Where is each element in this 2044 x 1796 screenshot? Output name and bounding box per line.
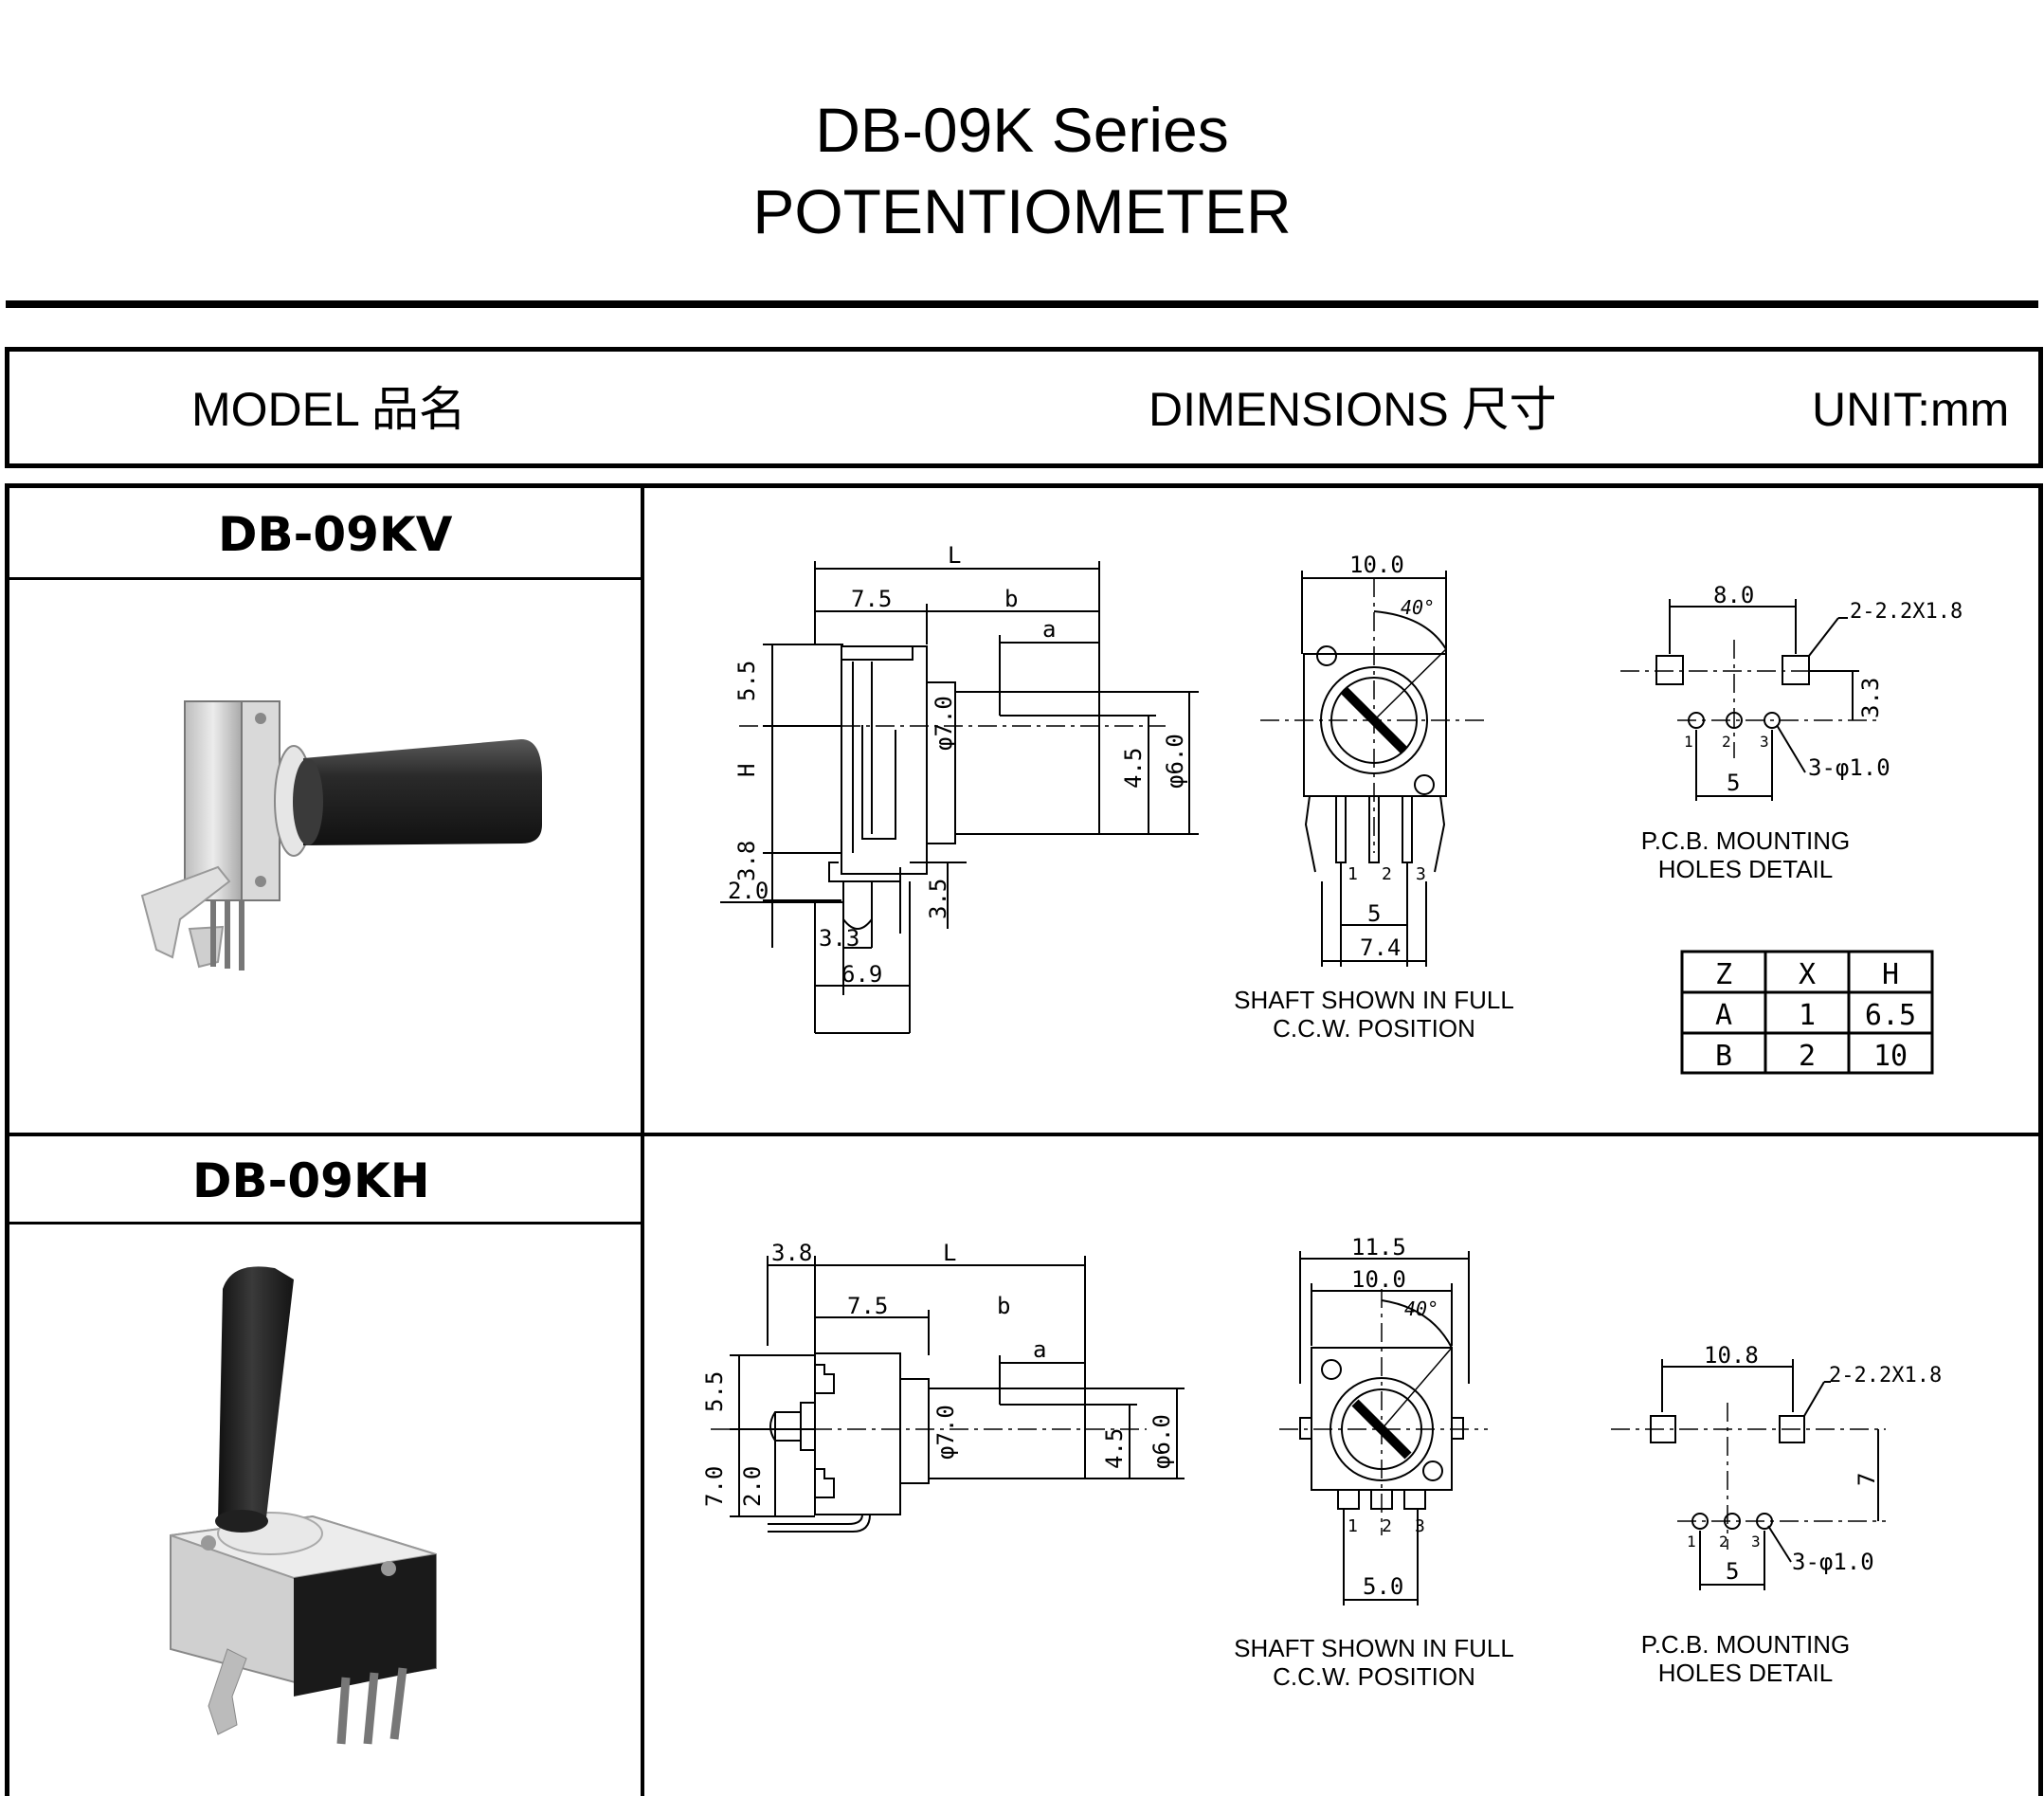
page-subtitle: POTENTIOMETER [752, 176, 1292, 246]
hole-1: 1 [1687, 1533, 1696, 1551]
dim-40deg: 40° [1404, 1297, 1438, 1320]
pcb-caption-2: HOLES DETAIL [1658, 855, 1833, 883]
product-photo-kv [140, 700, 542, 971]
dim-b: b [997, 1293, 1010, 1319]
column-header: MODEL 品名 DIMENSIONS 尺寸 UNIT:mm [5, 347, 2043, 468]
dim-8-0: 8.0 [1713, 582, 1754, 608]
model-table: DB-09KV DB-09KH [5, 483, 2043, 1796]
dim-phi7: φ7.0 [932, 1405, 959, 1460]
table-cell: B [1715, 1040, 1732, 1073]
dim-7-4: 7.4 [1360, 934, 1401, 961]
table-cell: A [1715, 999, 1732, 1032]
dim-4-5: 4.5 [1120, 748, 1147, 789]
hole-1: 1 [1684, 733, 1693, 751]
product-photo-kh [170, 1266, 437, 1745]
title-rule [6, 300, 2038, 308]
dim-phi7: φ7.0 [931, 696, 957, 751]
dim-3-8: 3.8 [733, 841, 760, 881]
dim-phi6: φ6.0 [1149, 1414, 1175, 1469]
hole-3: 3 [1760, 733, 1769, 751]
front-caption-kv: SHAFT SHOWN IN FULL C.C.W. POSITION [1234, 986, 1514, 1043]
dim-b: b [1004, 586, 1018, 612]
dim-4-5: 4.5 [1101, 1428, 1128, 1469]
side-view-kv: L 7.5 b a 5.5 H 3.8 2.0 3.5 3.3 6.9 φ7.0… [720, 542, 1199, 1034]
dim-3-3: 3.3 [1857, 678, 1884, 718]
dim-5: 5 [1727, 770, 1740, 796]
dim-6-9: 6.9 [841, 961, 882, 988]
pcb-caption-1: P.C.B. MOUNTING [1641, 1630, 1851, 1659]
dim-40deg: 40° [1401, 596, 1435, 619]
dim-11-5: 11.5 [1351, 1234, 1406, 1261]
pcb-detail-kh: 10.8 2-2.2X1.8 7 1 2 3 5 3-φ1.0 P.C.B. M… [1611, 1342, 1942, 1687]
table-cell: 10 [1873, 1040, 1908, 1073]
side-view-kh: 3.8 L 7.5 b a 5.5 7.0 2.0 φ7.0 4.5 φ6.0 [701, 1240, 1185, 1533]
caption-line-1: SHAFT SHOWN IN FULL [1234, 986, 1514, 1014]
dim-a: a [1033, 1336, 1046, 1363]
table-cell: 2 [1799, 1040, 1816, 1073]
dim-H: H [733, 764, 760, 777]
dimensions-header: DIMENSIONS 尺寸 [1149, 383, 1557, 436]
dim-10-0: 10.0 [1351, 1266, 1406, 1293]
dim-3-8: 3.8 [771, 1240, 812, 1266]
dim-2-0: 2.0 [728, 878, 769, 904]
hole-2: 2 [1722, 733, 1731, 751]
dim-phi6: φ6.0 [1162, 734, 1188, 789]
dim-5-0: 5.0 [1363, 1573, 1403, 1600]
dim-2-0: 2.0 [739, 1466, 766, 1507]
hole-size: 3-φ1.0 [1808, 754, 1890, 781]
row-divider [9, 577, 641, 580]
dim-5: 5 [1367, 900, 1381, 927]
caption-line-1: SHAFT SHOWN IN FULL [1234, 1634, 1514, 1662]
hole-2: 2 [1719, 1533, 1728, 1551]
dim-5: 5 [1726, 1558, 1739, 1585]
pin-3: 3 [1416, 864, 1426, 884]
pcb-caption-1: P.C.B. MOUNTING [1641, 826, 1851, 855]
model-name-kh: DB-09KH [192, 1153, 430, 1208]
dim-10-0: 10.0 [1349, 552, 1404, 578]
pin-2: 2 [1382, 1516, 1392, 1536]
table-cell: 6.5 [1865, 999, 1916, 1032]
caption-line-2: C.C.W. POSITION [1273, 1662, 1475, 1691]
pcb-caption-2: HOLES DETAIL [1658, 1659, 1833, 1687]
pad-size: 2-2.2X1.8 [1829, 1364, 1942, 1388]
dim-7-5: 7.5 [847, 1293, 888, 1319]
table-cell: 1 [1799, 999, 1816, 1032]
pin-1: 1 [1348, 1516, 1358, 1536]
front-caption-kh: SHAFT SHOWN IN FULL C.C.W. POSITION [1234, 1634, 1514, 1691]
model-header: MODEL 品名 [191, 383, 466, 436]
table-header-z: Z [1715, 958, 1732, 991]
hole-3: 3 [1751, 1533, 1761, 1551]
pin-3: 3 [1415, 1516, 1425, 1536]
column-divider [641, 488, 644, 1796]
unit-header: UNIT:mm [1812, 383, 2010, 436]
row-divider [9, 1133, 2038, 1136]
dim-7: 7 [1854, 1473, 1880, 1486]
dim-3-3: 3.3 [819, 925, 859, 952]
hole-size: 3-φ1.0 [1792, 1549, 1874, 1575]
caption-line-2: C.C.W. POSITION [1273, 1014, 1475, 1043]
dim-5-5: 5.5 [733, 661, 760, 701]
dim-3-5: 3.5 [925, 879, 951, 919]
front-view-kh: 11.5 10.0 40° 1 2 3 5.0 [1279, 1234, 1488, 1606]
pad-size: 2-2.2X1.8 [1850, 600, 1963, 624]
pin-1: 1 [1348, 864, 1358, 884]
dim-7-0: 7.0 [701, 1466, 728, 1507]
dim-10-8: 10.8 [1704, 1342, 1759, 1369]
pin-2: 2 [1382, 864, 1392, 884]
dim-L: L [943, 1240, 956, 1266]
dim-5-5: 5.5 [701, 1371, 728, 1412]
front-view-kv: 10.0 40° 1 2 3 5 7.4 [1260, 552, 1488, 967]
zxh-table: Z X H A 1 6.5 B 2 10 [1680, 950, 1934, 1075]
table-header-h: H [1882, 958, 1899, 991]
table-header-x: X [1799, 958, 1816, 991]
model-name-kv: DB-09KV [218, 507, 453, 562]
page-title: DB-09K Series [815, 95, 1229, 165]
dim-a: a [1042, 616, 1056, 643]
dim-7-5: 7.5 [851, 586, 892, 612]
pcb-detail-kv: 8.0 2-2.2X1.8 3.3 1 2 3 5 3-φ1.0 P.C.B. … [1620, 582, 1963, 883]
dim-L: L [948, 542, 961, 569]
row-divider [9, 1222, 641, 1225]
